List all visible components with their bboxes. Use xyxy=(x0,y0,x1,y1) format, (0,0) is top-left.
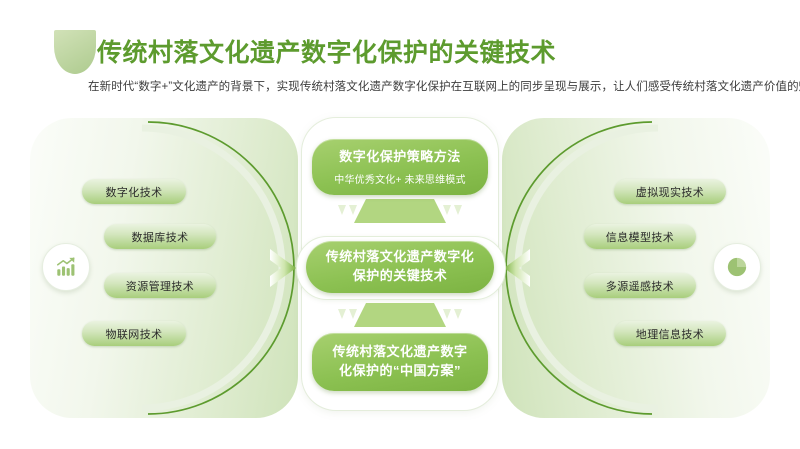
pie-chart-icon xyxy=(727,257,747,277)
bottom-node-line2: 化保护的“中国方案” xyxy=(338,363,461,378)
top-node-title: 数字化保护策略方法 xyxy=(339,149,461,165)
pill-label: 虚拟现实技术 xyxy=(635,186,705,199)
chevron-down-icon xyxy=(338,205,462,215)
top-connector xyxy=(338,199,462,223)
leaf-shape-icon xyxy=(54,30,96,74)
bottom-node[interactable]: 传统村落文化遗产数字 化保护的“中国方案” xyxy=(312,333,488,391)
pill-label: 信息模型技术 xyxy=(605,231,675,244)
list-item[interactable]: 地理信息技术 xyxy=(614,321,726,346)
bottom-connector xyxy=(338,303,462,327)
list-item[interactable]: 信息模型技术 xyxy=(584,224,696,249)
top-node[interactable]: 数字化保护策略方法 中华优秀文化+ 未来思维模式 xyxy=(312,139,488,195)
right-badge[interactable] xyxy=(713,243,761,291)
core-node-line2: 保护的关键技术 xyxy=(352,268,448,283)
list-item[interactable]: 资源管理技术 xyxy=(104,273,216,298)
bar-chart-growth-icon xyxy=(56,257,75,276)
left-panel: 数字化技术 数据库技术 资源管理技术 物联网技术 xyxy=(30,118,298,418)
page-subtitle: 在新时代“数字+”文化遗产的背景下，实现传统村落文化遗产数字化保护在互联网上的同… xyxy=(88,81,800,93)
list-item[interactable]: 多源遥感技术 xyxy=(584,273,696,298)
core-node[interactable]: 传统村落文化遗产数字化 保护的关键技术 xyxy=(306,241,494,293)
chevron-down-icon xyxy=(338,309,462,319)
list-item[interactable]: 物联网技术 xyxy=(82,321,186,346)
pill-label: 地理信息技术 xyxy=(635,328,705,341)
core-node-line1: 传统村落文化遗产数字化 xyxy=(325,249,475,265)
bottom-node-line1: 传统村落文化遗产数字 xyxy=(332,344,468,360)
pill-label: 数字化技术 xyxy=(105,186,163,199)
left-badge[interactable] xyxy=(42,243,90,291)
list-item[interactable]: 数字化技术 xyxy=(82,179,186,204)
pill-label: 数据库技术 xyxy=(131,231,189,244)
list-item[interactable]: 数据库技术 xyxy=(104,224,216,249)
list-item[interactable]: 虚拟现实技术 xyxy=(614,179,726,204)
pill-label: 物联网技术 xyxy=(105,328,163,341)
pill-label: 资源管理技术 xyxy=(125,280,195,293)
arrow-left-icon xyxy=(504,249,530,287)
top-node-subtitle: 中华优秀文化+ 未来思维模式 xyxy=(334,174,466,186)
pill-label: 多源遥感技术 xyxy=(605,280,675,293)
page-title: 传统村落文化遗产数字化保护的关键技术 xyxy=(97,39,557,67)
arrow-right-icon xyxy=(270,249,296,287)
